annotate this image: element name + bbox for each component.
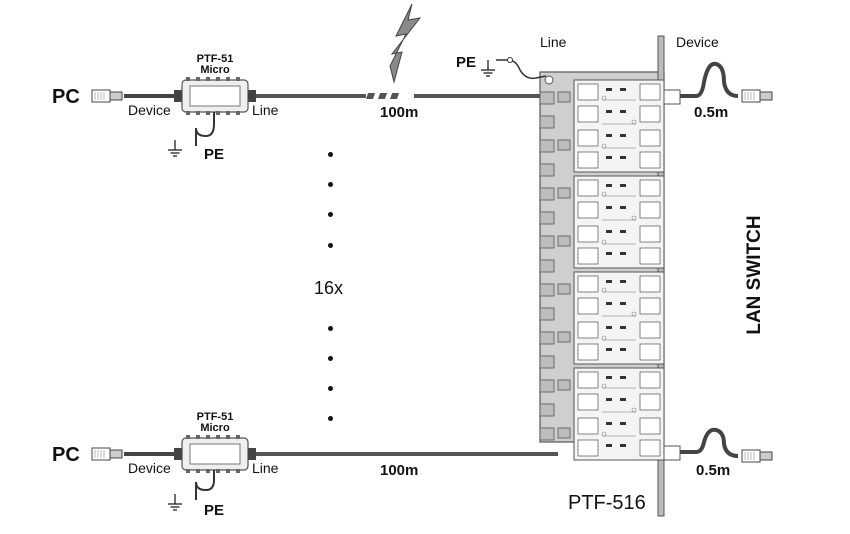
top-cable-length: 100m: [380, 104, 419, 121]
top-pe-label: PE: [204, 146, 225, 163]
top-pe-wire: [167, 112, 215, 157]
panel-line-label: Line: [540, 34, 567, 50]
lan-switch-label: LAN SWITCH: [744, 215, 765, 335]
top-line-label: Line: [252, 102, 279, 118]
panel-name: PTF-516: [568, 492, 646, 514]
top-ptf51-micro: [173, 76, 257, 116]
patch-cord-bottom: [663, 427, 773, 463]
bottom-pc-label: PC: [52, 444, 80, 466]
bottom-cable-length: 100m: [380, 462, 419, 479]
bottom-pe-wire: [167, 470, 215, 511]
panel-pe-wire: [480, 57, 547, 80]
top-line-cable: [256, 90, 558, 102]
panel-device-label: Device: [676, 34, 719, 50]
repeat-count: 16x: [314, 278, 344, 298]
top-device-label: Device: [128, 102, 171, 118]
bottom-device-label: Device: [128, 460, 171, 476]
bottom-pe-label: PE: [204, 502, 225, 519]
bottom-ptf51-micro: [173, 434, 257, 474]
bottom-pc-plug: [91, 447, 178, 461]
ground-icon: [167, 139, 183, 157]
panel-pe-label: PE: [456, 54, 477, 71]
patch-length-bottom: 0.5m: [696, 462, 731, 479]
lightning-bolt-icon: [389, 3, 422, 84]
top-pc-plug: [91, 89, 178, 103]
patch-cord-top: [663, 61, 773, 105]
ptf-516-panel: [539, 35, 665, 517]
top-pc-label: PC: [52, 86, 80, 108]
bottom-line-label: Line: [252, 460, 279, 476]
patch-length-top: 0.5m: [694, 104, 729, 121]
